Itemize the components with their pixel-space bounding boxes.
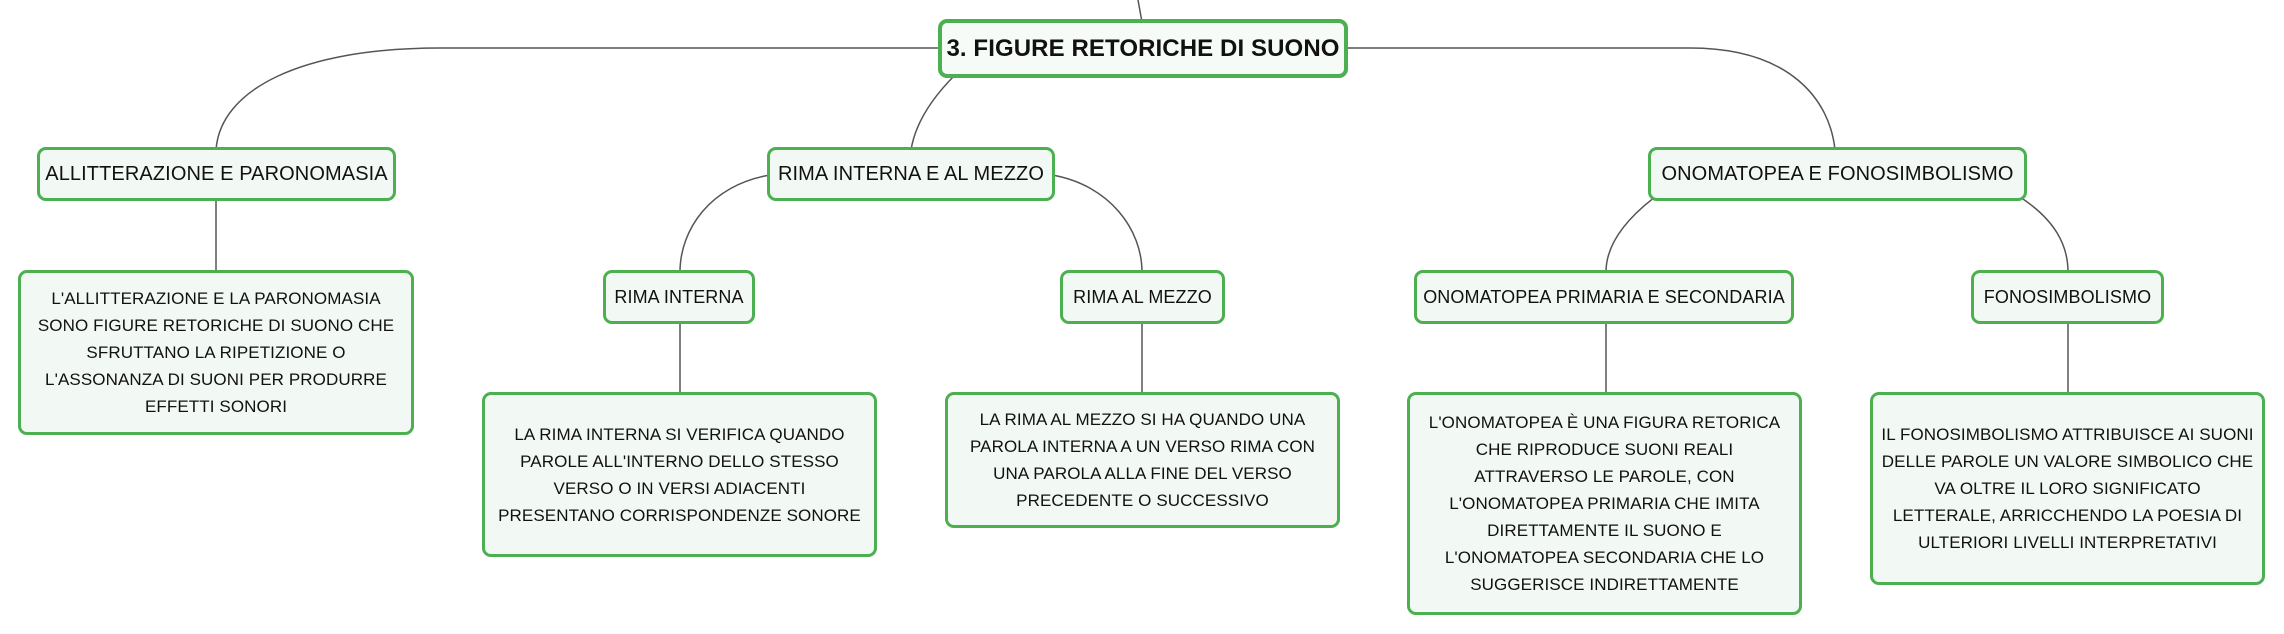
root-node-title[interactable]: 3. FIGURE RETORICHE DI SUONO [938,19,1348,78]
description-allitterazione[interactable]: L'ALLITTERAZIONE E LA PARONOMASIA SONO F… [18,270,414,435]
connector-root-allitterazione [215,47,938,151]
connector-root-rima [910,74,956,151]
connector-rima-interna [679,174,771,273]
connector-onomatopea-fonosimbolismo [2019,196,2069,273]
node-onomatopea-fonosimbolismo[interactable]: ONOMATOPEA E FONOSIMBOLISMO [1648,147,2027,201]
description-rima-al-mezzo[interactable]: LA RIMA AL MEZZO SI HA QUANDO UNA PAROLA… [945,392,1340,528]
connector-root-onomatopea [1345,47,1836,151]
description-onomatopea-primaria[interactable]: L'ONOMATOPEA È UNA FIGURA RETORICA CHE R… [1407,392,1802,615]
connector-parent-root [1137,0,1143,23]
node-onomatopea-primaria-secondaria[interactable]: ONOMATOPEA PRIMARIA E SECONDARIA [1414,270,1794,324]
node-allitterazione-paronomasia[interactable]: ALLITTERAZIONE E PARONOMASIA [37,147,396,201]
node-rima-al-mezzo[interactable]: RIMA AL MEZZO [1060,270,1225,324]
node-rima-interna[interactable]: RIMA INTERNA [603,270,755,324]
description-fonosimbolismo[interactable]: IL FONOSIMBOLISMO ATTRIBUISCE AI SUONI D… [1870,392,2265,585]
description-rima-interna[interactable]: LA RIMA INTERNA SI VERIFICA QUANDO PAROL… [482,392,877,557]
connector-rima-mezzo [1051,174,1143,273]
node-rima-interna-al-mezzo[interactable]: RIMA INTERNA E AL MEZZO [767,147,1055,201]
connector-onomatopea-primaria [1605,196,1656,273]
node-fonosimbolismo[interactable]: FONOSIMBOLISMO [1971,270,2164,324]
